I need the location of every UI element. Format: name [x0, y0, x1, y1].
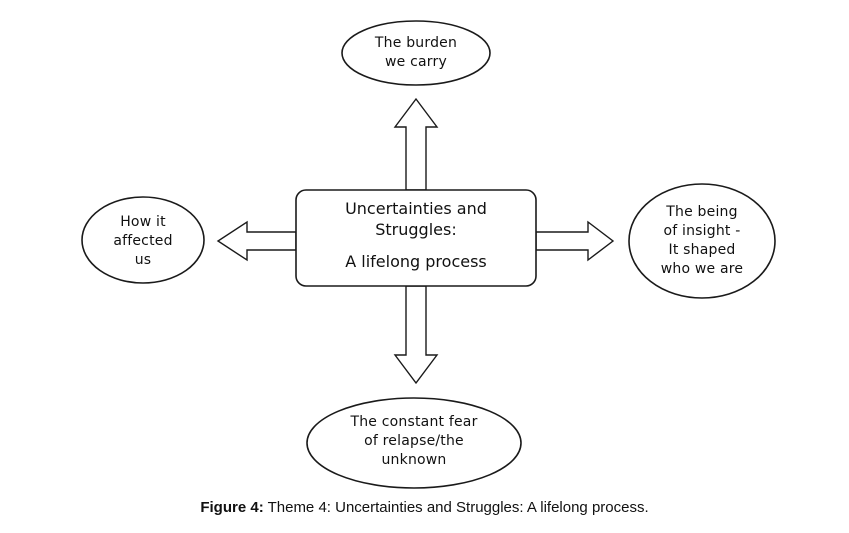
node-bottom-line-3: unknown	[381, 452, 447, 468]
node-top-line-2: we carry	[385, 54, 447, 70]
arrow-down	[393, 285, 439, 385]
center-line-1: Uncertainties and	[345, 199, 487, 218]
node-right-label: The being of insight - It shaped who we …	[629, 203, 775, 279]
node-right-ellipse	[628, 183, 776, 299]
node-bottom-line-1: The constant fear	[350, 414, 478, 430]
node-top-line-1: The burden	[374, 35, 458, 51]
node-right-line-2: of insight -	[663, 223, 741, 239]
center-spacer	[296, 240, 536, 251]
arrow-up	[393, 97, 439, 191]
node-left-line-1: How it	[120, 214, 166, 230]
node-bottom-ellipse	[306, 397, 522, 489]
node-right-line-4: who we are	[660, 261, 744, 277]
center-line-3: A lifelong process	[345, 252, 487, 271]
figure-caption-text: Theme 4: Uncertainties and Struggles: A …	[267, 499, 649, 516]
center-box	[295, 189, 537, 287]
node-bottom-line-2: of relapse/the	[364, 433, 464, 449]
figure-caption: Figure 4: Theme 4: Uncertainties and Str…	[0, 499, 849, 516]
node-left-ellipse	[81, 196, 205, 284]
node-left-line-2: affected	[113, 233, 173, 249]
node-bottom-label: The constant fear of relapse/the unknown	[307, 413, 521, 470]
figure-label: Figure 4:	[200, 499, 264, 516]
arrow-right	[535, 220, 615, 262]
node-right-line-3: It shaped	[668, 242, 736, 258]
node-top-ellipse	[341, 20, 491, 86]
node-right-line-1: The being	[666, 204, 738, 220]
center-title: Uncertainties and Struggles: A lifelong …	[296, 198, 536, 272]
node-top-label: The burden we carry	[342, 34, 490, 72]
arrow-left	[216, 220, 297, 262]
center-line-2: Struggles:	[375, 220, 457, 239]
node-left-line-3: us	[134, 252, 152, 268]
node-left-label: How it affected us	[82, 213, 204, 270]
